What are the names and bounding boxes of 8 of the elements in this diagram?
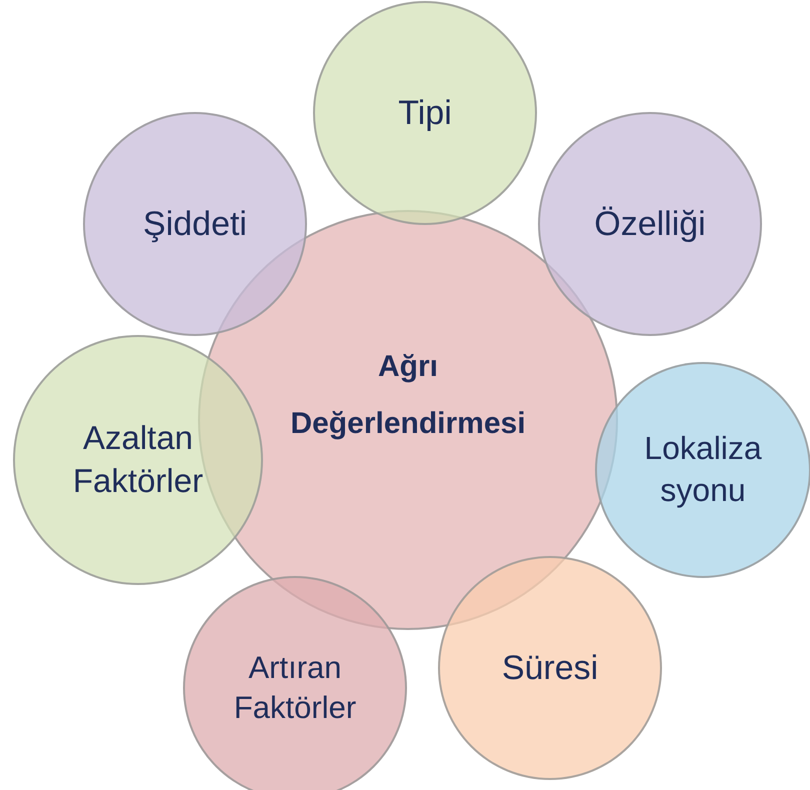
topic-label: Şiddeti: [142, 204, 248, 245]
topic-label: Süresi: [500, 648, 600, 689]
topic-label: Lokaliza syonu: [643, 429, 763, 510]
topic-label: Özelliği: [593, 204, 707, 245]
central-title: Ağrı Değerlendirmesi: [289, 349, 527, 442]
topic-label: Azaltan Faktörler: [72, 418, 204, 501]
topic-label: Artıran Faktörler: [232, 648, 358, 727]
topic-label: Tipi: [397, 92, 453, 134]
